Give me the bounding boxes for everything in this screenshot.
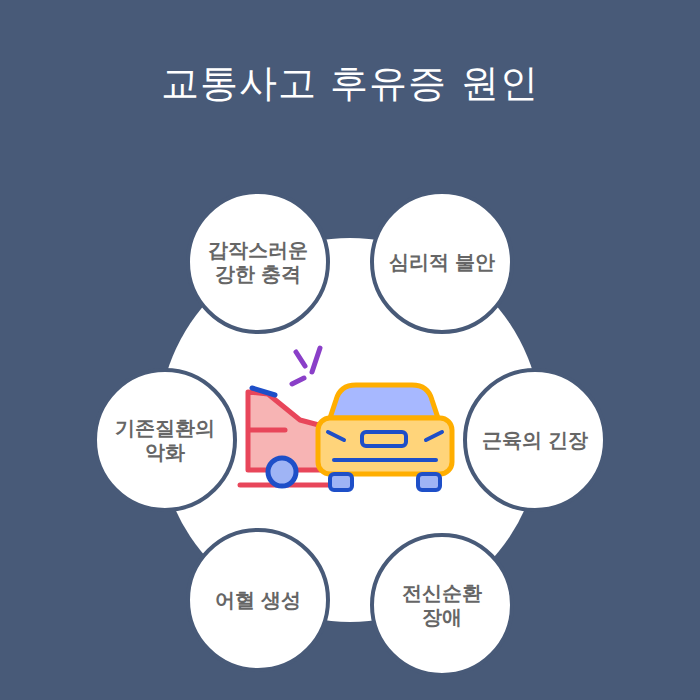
cause-label: 전신순환 장애 (374, 581, 510, 629)
cause-circle: 심리적 불안 (370, 190, 514, 334)
cause-label: 어혈 생성 (201, 588, 316, 612)
cause-circle: 갑작스러운 강한 충격 (186, 190, 330, 334)
cause-label: 갑작스러운 강한 충격 (190, 238, 326, 286)
diagram-title: 교통사고 후유증 원인 (10, 58, 690, 109)
cause-circle: 전신순환 장애 (370, 533, 514, 677)
cause-label: 기존질환의 악화 (97, 416, 233, 464)
cause-circle: 근육의 긴장 (463, 368, 607, 512)
crash-icon (240, 348, 452, 490)
cause-label: 심리적 불안 (375, 250, 510, 274)
cause-circle: 어혈 생성 (186, 528, 330, 672)
cause-circle: 기존질환의 악화 (93, 368, 237, 512)
cause-label: 근육의 긴장 (468, 428, 603, 452)
